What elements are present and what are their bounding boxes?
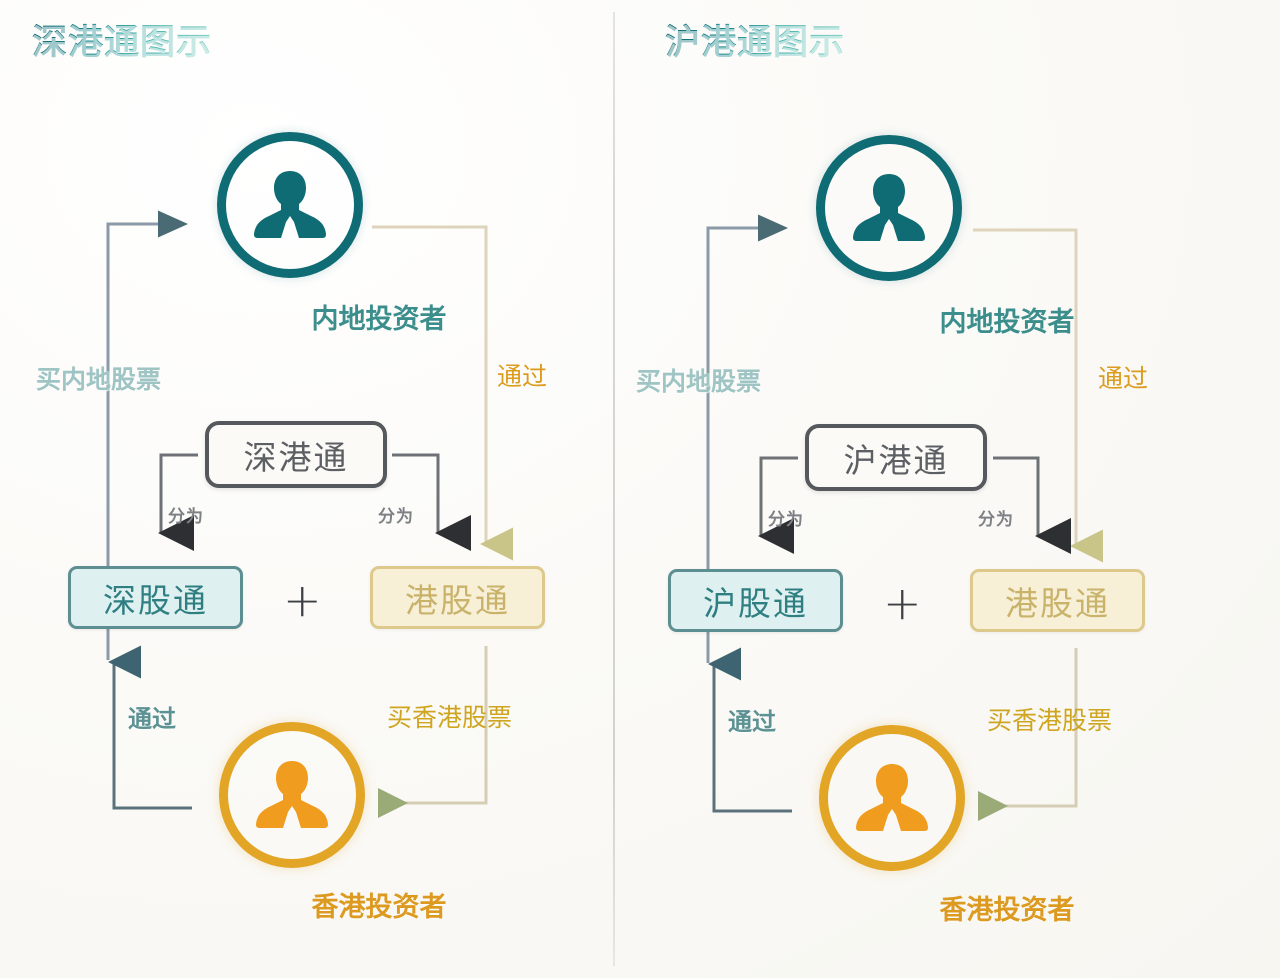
mainland-investor-avatar [816, 135, 962, 281]
hk-investor-label: 香港投资者 [311, 892, 447, 923]
hk-investor-avatar [219, 722, 365, 868]
edge-label-buy-mainland: 买内地股票 [36, 365, 162, 394]
edge-label-through-top: 通过 [497, 362, 548, 391]
sub-box-hk-connect[interactable]: 港股通 [370, 566, 545, 629]
mainland-investor-label: 内地投资者 [939, 307, 1075, 338]
edge-label-buy-mainland: 买内地股票 [636, 367, 762, 396]
main-connect-box[interactable]: 沪港通 [805, 424, 987, 491]
mainland-investor-label: 内地投资者 [311, 304, 447, 335]
hk-investor-label: 香港投资者 [939, 895, 1075, 926]
hk-investor-avatar [819, 725, 965, 871]
sub-box-mainland-connect[interactable]: 深股通 [68, 566, 243, 629]
panel-shanghai-connect: 沪港通图示 [618, 0, 1280, 978]
plus-sign: + [283, 573, 322, 627]
edge-label-split-left: 分为 [168, 507, 204, 527]
plus-sign: + [883, 576, 922, 630]
edge-label-through-bottom: 通过 [728, 708, 776, 736]
edge-label-split-left: 分为 [768, 510, 804, 530]
edge-label-through-top: 通过 [1098, 364, 1149, 393]
main-connect-box[interactable]: 深港通 [205, 421, 387, 488]
edge-label-split-right: 分为 [378, 507, 414, 527]
edge-label-buy-hk: 买香港股票 [987, 706, 1113, 735]
panel-title: 深港通图示 [32, 14, 212, 65]
panel-divider [613, 12, 615, 966]
sub-box-mainland-connect[interactable]: 沪股通 [668, 569, 843, 632]
panel-title: 沪港通图示 [665, 14, 845, 65]
edge-label-split-right: 分为 [978, 510, 1014, 530]
edge-label-through-bottom: 通过 [128, 705, 176, 733]
edge-label-buy-hk: 买香港股票 [387, 703, 513, 732]
panel-shenzhen-connect: 深港通图示 [0, 0, 614, 978]
sub-box-hk-connect[interactable]: 港股通 [970, 569, 1145, 632]
mainland-investor-avatar [217, 132, 363, 278]
